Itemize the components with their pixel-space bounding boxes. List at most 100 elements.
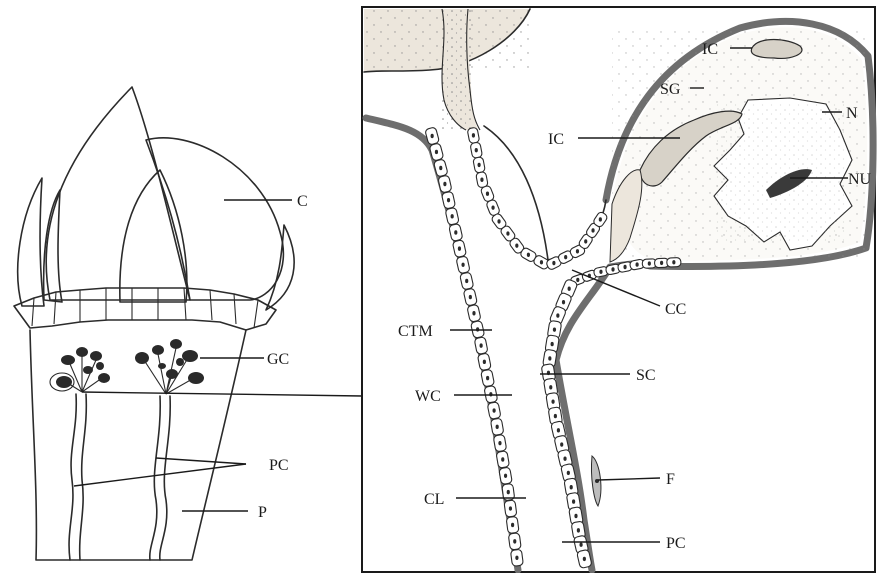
gland-cluster-left: [50, 347, 110, 392]
upper-right-cell-nucleus: [611, 267, 614, 271]
inner-cell-right-nucleus: [557, 428, 560, 432]
label-cl: CL: [424, 491, 444, 508]
label-nu: NU: [848, 171, 872, 188]
label-ic-mid: IC: [548, 131, 564, 148]
inner-cell-right-nucleus: [567, 471, 570, 475]
outer-cell-left-nucleus: [465, 279, 468, 283]
inner-cell-right-nucleus: [551, 342, 554, 346]
collar-segments: [32, 288, 258, 328]
cap-cell-nucleus: [591, 228, 594, 232]
upper-right-cell-nucleus: [672, 260, 675, 264]
label-gc: GC: [267, 351, 289, 368]
inner-cell-right-nucleus: [572, 499, 575, 503]
inner-cell-left-nucleus: [472, 133, 475, 137]
label-pc-left: PC: [269, 457, 289, 474]
inner-cell-left-nucleus: [515, 243, 518, 247]
cap-cell-nucleus: [576, 249, 579, 253]
outer-cell-left-nucleus: [511, 523, 514, 527]
outer-cell-left-nucleus: [483, 360, 486, 364]
inner-cell-right-nucleus: [560, 442, 563, 446]
outer-cell-left-nucleus: [447, 198, 450, 202]
collar-band: [14, 288, 276, 330]
outer-cell-left-nucleus: [486, 376, 489, 380]
upper-right-cell-nucleus: [623, 265, 626, 269]
inner-cell-left-nucleus: [480, 178, 483, 182]
label-n: N: [846, 105, 858, 122]
stalk-right-b: [160, 396, 170, 560]
center-left-lobe: [46, 87, 190, 300]
center-right-lobe: [146, 138, 283, 300]
inner-cell-right-nucleus: [562, 300, 565, 304]
magnified-panel: IC SG IC N NU CC CTM SC WC F CL PC: [362, 7, 875, 572]
inner-cell-right-nucleus: [579, 542, 582, 546]
upper-right-cell-nucleus: [636, 262, 639, 266]
inner-cell-right-nucleus: [554, 414, 557, 418]
outer-cell-left-nucleus: [469, 295, 472, 299]
zoom-connector-line: [82, 392, 362, 396]
stalk-left-b: [80, 394, 87, 560]
upper-right-cell-nucleus: [648, 261, 651, 265]
outer-cell-left-nucleus: [513, 539, 516, 543]
outer-cell-left-nucleus: [472, 311, 475, 315]
outer-cell-left-nucleus: [435, 150, 438, 154]
cap-cell-nucleus: [599, 217, 602, 221]
inner-cell-right-nucleus: [574, 514, 577, 518]
cap-cell-nucleus: [552, 261, 555, 265]
stalk-right: [150, 396, 160, 560]
inner-cell-right-nucleus: [551, 399, 554, 403]
label-p: P: [258, 504, 267, 521]
outer-cell-left-nucleus: [480, 343, 483, 347]
cup-body: [30, 330, 246, 560]
outer-cell-left-nucleus: [501, 457, 504, 461]
inner-cell-left-nucleus: [506, 231, 509, 235]
outer-cell-left-nucleus: [439, 166, 442, 170]
inner-cell-left-nucleus: [540, 260, 543, 264]
label-cc: CC: [665, 301, 686, 318]
outer-cell-left-nucleus: [493, 408, 496, 412]
outer-cell-left-nucleus: [515, 556, 518, 560]
label-pc-right: PC: [666, 535, 686, 552]
left-whole-structure: [14, 87, 294, 560]
outer-lobe-left: [18, 178, 44, 306]
inner-cell-left-nucleus: [475, 148, 478, 152]
outer-cell-left-nucleus: [431, 134, 434, 138]
outer-cell-left-nucleus: [496, 425, 499, 429]
stalk-left: [69, 394, 76, 560]
upper-right-cell-nucleus: [660, 261, 663, 265]
outer-cell-left-nucleus: [451, 214, 454, 218]
inner-cell-right-nucleus: [568, 287, 571, 291]
inner-cell-right-nucleus: [556, 313, 559, 317]
outer-cell-left-nucleus: [509, 506, 512, 510]
inner-cell-right-nucleus: [563, 457, 566, 461]
gland-cluster-right: [135, 339, 204, 394]
inner-cell-left-nucleus: [497, 219, 500, 223]
inner-cell-right-nucleus: [553, 327, 556, 331]
cap-cell-nucleus: [584, 239, 587, 243]
label-sc: SC: [636, 367, 656, 384]
outer-lobe-right: [266, 225, 294, 310]
inner-cell-left-nucleus: [478, 163, 481, 167]
label-ic-top: IC: [702, 41, 718, 58]
label-f: F: [666, 471, 675, 488]
inner-cell-right-nucleus: [548, 356, 551, 360]
upper-right-cell-nucleus: [576, 278, 579, 282]
outer-cell-left-nucleus: [504, 474, 507, 478]
label-ctm: CTM: [398, 323, 433, 340]
outer-cell-left-nucleus: [443, 182, 446, 186]
outer-cell-left-nucleus: [498, 441, 501, 445]
inner-cell-left-nucleus: [527, 253, 530, 257]
leader-pc-left-b: [156, 458, 246, 464]
upper-right-cell-nucleus: [599, 270, 602, 274]
outer-cell-left-nucleus: [461, 263, 464, 267]
inner-cell-left-nucleus: [491, 205, 494, 209]
inner-cell-right-nucleus: [570, 485, 573, 489]
nucleus-dots: [716, 104, 846, 244]
label-wc: WC: [415, 388, 441, 405]
outer-cell-left-nucleus: [454, 230, 457, 234]
inner-cell-right-nucleus: [577, 528, 580, 532]
label-sg: SG: [660, 81, 681, 98]
inner-cell-right-nucleus: [583, 557, 586, 561]
label-c: C: [297, 193, 308, 210]
cap-cell-nucleus: [564, 255, 567, 259]
